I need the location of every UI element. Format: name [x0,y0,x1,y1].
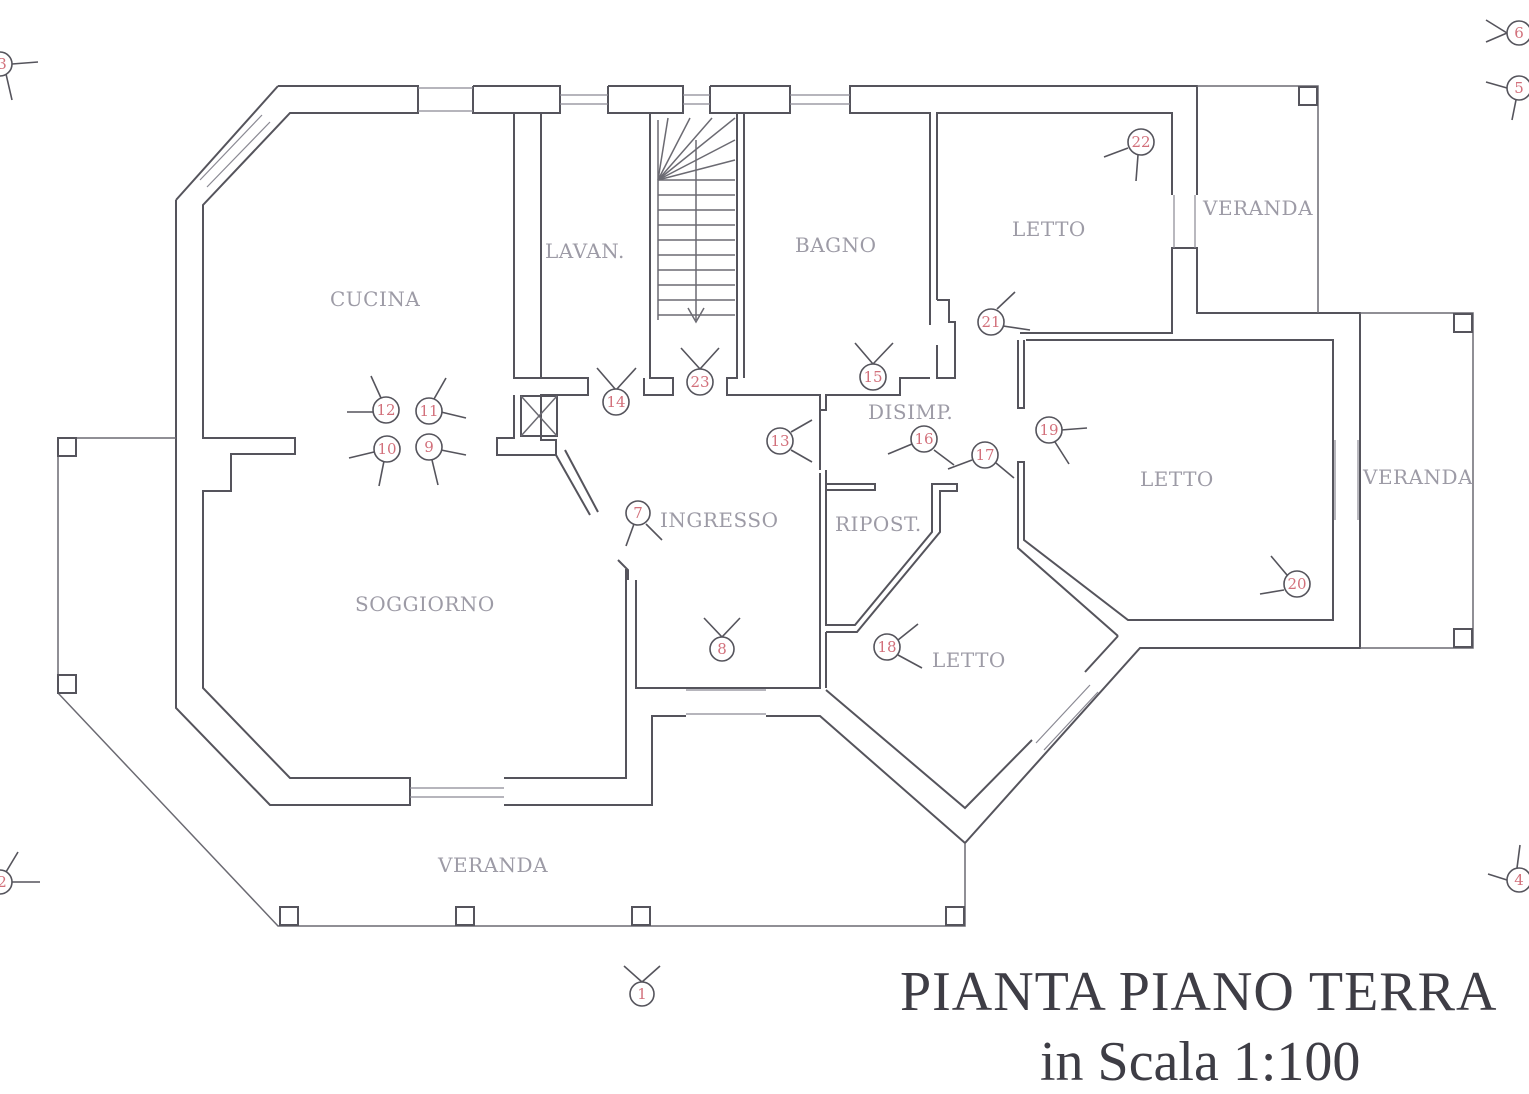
viewpoint-marker-4: 4 [1487,844,1529,893]
staircase [657,117,736,324]
viewpoint-marker-5: 5 [1485,75,1529,121]
room-label-cucina: CUCINA [330,287,420,311]
viewpoint-marker-21: 21 [977,291,1031,336]
room-label-soggiorno: SOGGIORNO [355,592,495,616]
viewpoint-marker-8: 8 [703,617,741,662]
viewpoint-marker-18: 18 [873,623,923,669]
viewpoint-marker-20: 20 [1259,555,1311,598]
svg-text:3: 3 [0,55,7,73]
viewpoint-marker-19: 19 [1035,416,1088,465]
viewpoint-marker-3: 3 [0,51,39,101]
room-label-lavanderia: LAVAN. [545,239,625,263]
svg-text:22: 22 [1131,133,1150,151]
svg-text:18: 18 [877,638,896,656]
viewpoint-marker-16: 16 [887,425,955,466]
svg-text:19: 19 [1039,421,1058,439]
svg-text:21: 21 [981,313,1000,331]
plan-title: PIANTA PIANO TERRA [900,961,1498,1023]
viewpoint-marker-6: 6 [1485,19,1529,46]
room-label-disimpegno: DISIMP. [868,400,953,424]
viewpoint-marker-15: 15 [854,342,894,391]
photo-viewpoints: 1 2 3 4 5 6 7 8 9 10 11 12 13 14 15 16 1… [0,19,1529,1007]
room-label-letto-nord: LETTO [1012,217,1086,241]
svg-text:13: 13 [770,432,789,450]
plan-scale-subtitle: in Scala 1:100 [1040,1031,1361,1093]
veranda-posts [57,86,1473,926]
room-label-ripostiglio: RIPOST. [835,512,922,536]
svg-text:2: 2 [0,873,7,891]
viewpoint-marker-1: 1 [623,965,661,1007]
svg-text:5: 5 [1514,79,1524,97]
viewpoint-marker-13: 13 [766,419,813,463]
svg-text:15: 15 [863,368,882,386]
viewpoint-marker-17: 17 [947,441,1015,479]
svg-text:6: 6 [1514,24,1524,42]
interior-walls [496,113,1334,810]
floor-plan: CUCINA LAVAN. BAGNO LETTO VERANDA DISIMP… [0,19,1529,1007]
viewpoint-marker-2: 2 [0,851,40,895]
svg-text:20: 20 [1287,575,1306,593]
room-label-veranda-sud: VERANDA [437,853,548,877]
room-labels: CUCINA LAVAN. BAGNO LETTO VERANDA DISIMP… [330,196,1473,877]
exterior-walls [175,85,1361,845]
viewpoint-marker-11: 11 [415,377,467,425]
room-label-letto-est: LETTO [1140,467,1214,491]
svg-text:17: 17 [975,446,994,464]
viewpoint-marker-23: 23 [680,347,720,396]
viewpoint-marker-9: 9 [415,433,467,486]
svg-text:1: 1 [637,985,647,1003]
viewpoint-marker-7: 7 [625,500,663,547]
room-label-bagno: BAGNO [795,233,877,257]
room-label-letto-sud: LETTO [932,648,1006,672]
svg-text:16: 16 [914,430,933,448]
viewpoint-marker-12: 12 [347,375,400,424]
svg-text:9: 9 [424,438,434,456]
room-label-ingresso: INGRESSO [660,508,778,532]
svg-text:10: 10 [377,440,396,458]
room-label-veranda-nord: VERANDA [1202,196,1313,220]
viewpoint-marker-14: 14 [596,367,637,416]
room-label-veranda-est: VERANDA [1362,465,1473,489]
viewpoint-marker-10: 10 [348,435,401,487]
viewpoint-marker-22: 22 [1103,128,1155,182]
svg-text:8: 8 [717,640,727,658]
svg-text:12: 12 [376,401,395,419]
windows [199,87,1359,798]
svg-text:23: 23 [690,373,709,391]
svg-text:14: 14 [606,393,625,411]
svg-text:4: 4 [1514,871,1524,889]
svg-text:7: 7 [633,504,643,522]
svg-text:11: 11 [419,402,438,420]
